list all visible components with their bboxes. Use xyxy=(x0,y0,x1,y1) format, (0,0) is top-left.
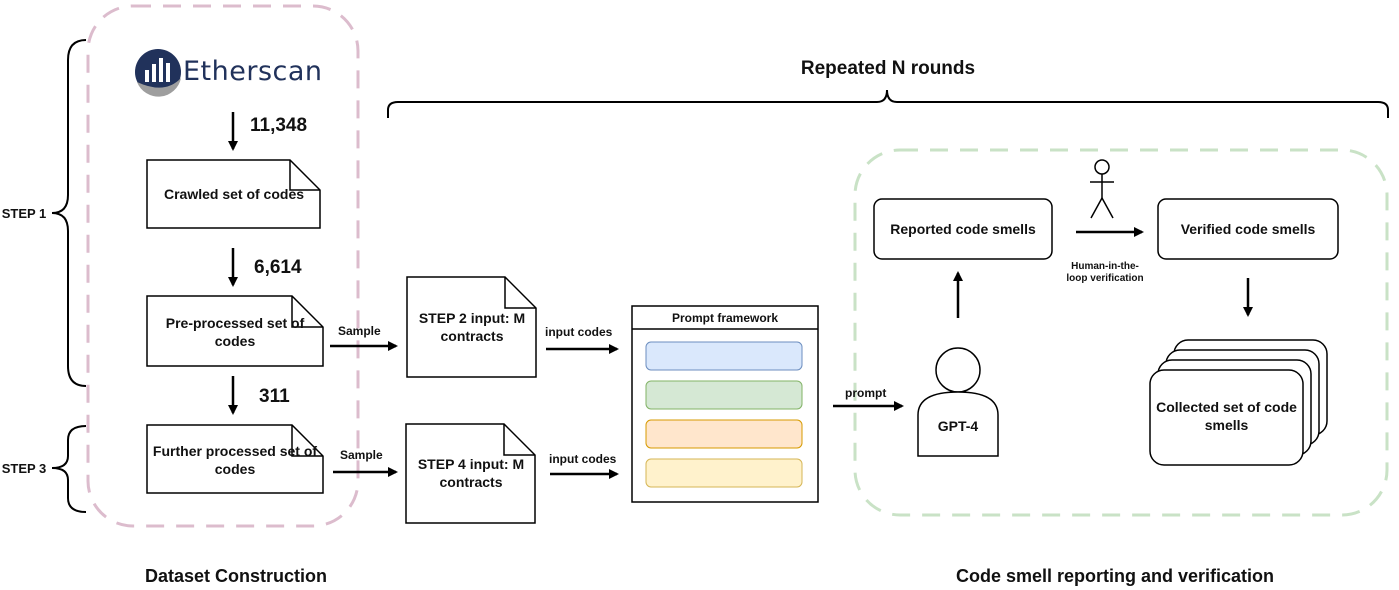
repeat-label: Repeated N rounds xyxy=(800,58,976,79)
sample-bottom-label: Sample xyxy=(340,448,383,462)
sample-top-label: Sample xyxy=(338,324,381,338)
collected-stack xyxy=(1149,339,1328,466)
step4-doc-fold xyxy=(503,424,535,456)
reported-box-label: Reported code smells xyxy=(890,221,1036,237)
repeat-brace xyxy=(387,89,1389,118)
count-further: 311 xyxy=(259,386,290,407)
crawled-doc-fold xyxy=(289,160,320,191)
step2-doc xyxy=(406,276,537,378)
dataset-construction-title: Dataset Construction xyxy=(144,566,328,586)
step1-label: STEP 1 xyxy=(1,206,47,221)
gpt4-label: GPT-4 xyxy=(937,418,979,434)
etherscan-logo-text: Etherscan xyxy=(183,56,323,87)
gpt4-person-icon xyxy=(917,347,999,457)
step3-brace xyxy=(51,425,87,513)
step2-doc-label: STEP 2 input: M contracts xyxy=(418,310,526,344)
further-doc-fold xyxy=(291,425,323,457)
verified-box xyxy=(1157,198,1339,260)
further-doc-label: Further processed set of codes xyxy=(152,443,318,477)
prompt-framework-title: Prompt framework xyxy=(671,311,779,325)
step4-doc-label: STEP 4 input: M contracts xyxy=(417,456,525,490)
human-reviewer-icon xyxy=(1090,159,1114,219)
reporting-title: Code smell reporting and verification xyxy=(955,566,1275,586)
etherscan-logo-icon xyxy=(135,49,181,97)
prompt-bar-green xyxy=(645,380,803,410)
preprocessed-doc-fold xyxy=(291,296,323,328)
collected-label: Collected set of code smells xyxy=(1156,399,1297,433)
preprocessed-doc-label: Pre-processed set of codes xyxy=(165,315,305,349)
prompt-label: prompt xyxy=(845,386,887,400)
further-doc xyxy=(146,424,324,494)
step2-doc-fold xyxy=(504,277,536,309)
prompt-bar-blue xyxy=(645,341,803,371)
crawled-doc-label: Crawled set of codes xyxy=(163,186,305,202)
input-top-label: input codes xyxy=(545,325,613,339)
count-preprocessed: 6,614 xyxy=(254,257,302,278)
dataset-region xyxy=(86,4,360,528)
reported-box xyxy=(873,198,1053,260)
prompt-bar-yellow xyxy=(645,458,803,488)
reporting-region xyxy=(853,148,1389,517)
input-bottom-label: input codes xyxy=(549,452,617,466)
crawled-doc xyxy=(146,159,321,229)
prompt-bar-orange xyxy=(645,419,803,449)
human-loop-label: Human-in-the-loop verification xyxy=(1066,261,1144,284)
step3-label: STEP 3 xyxy=(1,461,47,476)
count-crawled: 11,348 xyxy=(250,115,308,136)
step1-brace xyxy=(51,39,87,387)
preprocessed-doc xyxy=(146,295,324,367)
step4-doc xyxy=(405,423,536,524)
verified-box-label: Verified code smells xyxy=(1180,221,1316,237)
